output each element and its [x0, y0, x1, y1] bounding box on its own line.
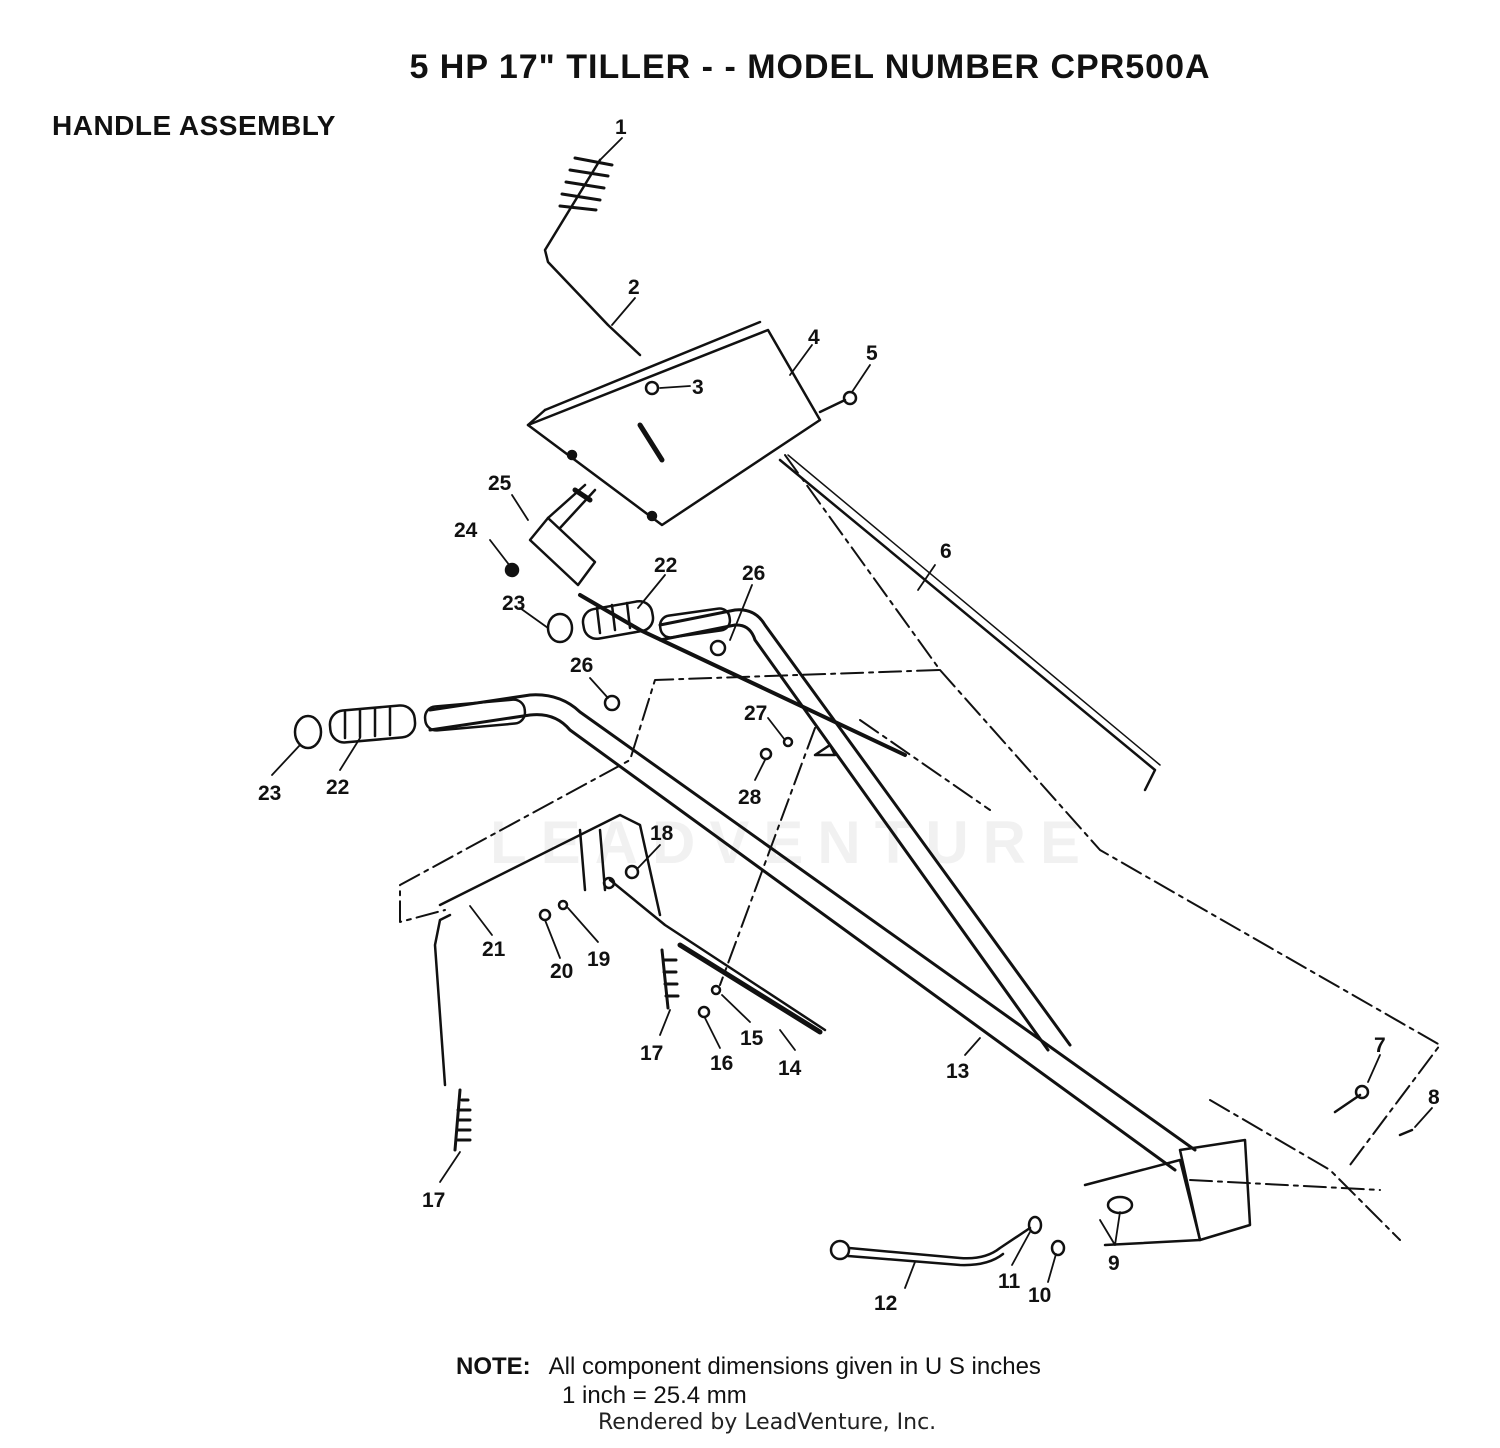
- note-label: NOTE:: [456, 1353, 531, 1380]
- rendered-by-credit: Rendered by LeadVenture, Inc.: [598, 1410, 937, 1435]
- phantom-outline: [399, 454, 1441, 1241]
- throttle-rod: [543, 156, 642, 357]
- page-title: 5 HP 17" TILLER - - MODEL NUMBER CPR500A: [409, 48, 1211, 86]
- callout-20: 20: [550, 960, 573, 983]
- callout-12: 12: [874, 1292, 897, 1315]
- callout-25: 25: [488, 472, 512, 495]
- control-panel: [526, 320, 822, 527]
- rod: [778, 454, 1161, 792]
- shift-lever: [829, 1226, 1032, 1267]
- callout-6: 6: [940, 540, 952, 563]
- callout-23-upper: 23: [502, 592, 525, 615]
- note-line-2: 1 inch = 25.4 mm: [562, 1382, 747, 1409]
- callout-24: 24: [454, 519, 478, 542]
- upper-handle-bar: [658, 607, 1072, 1052]
- callout-3: 3: [692, 376, 704, 399]
- callout-21: 21: [482, 938, 506, 961]
- callout-9: 9: [1108, 1252, 1120, 1275]
- control-cable: [578, 593, 907, 1035]
- callout-18: 18: [650, 822, 674, 845]
- callout-4: 4: [808, 326, 820, 349]
- callout-15: 15: [740, 1027, 764, 1050]
- callout-17-lower: 17: [422, 1189, 445, 1212]
- note-line-1: All component dimensions given in U S in…: [548, 1353, 1041, 1380]
- handle-bracket: [1027, 1138, 1252, 1257]
- callout-5: 5: [866, 342, 878, 365]
- callout-1: 1: [615, 116, 627, 139]
- callout-28: 28: [738, 786, 762, 809]
- callout-17-upper: 17: [640, 1042, 663, 1065]
- callout-22-lower: 22: [326, 776, 349, 799]
- callout-labels: 1 2 3 4 5 6 7 8 9 10 11 12 13 14 15 16 1…: [258, 116, 1440, 1315]
- callout-16: 16: [710, 1052, 733, 1075]
- callout-26-upper: 26: [742, 562, 765, 585]
- callout-13: 13: [946, 1060, 969, 1083]
- callout-14: 14: [778, 1057, 802, 1080]
- callout-11: 11: [998, 1270, 1021, 1293]
- speed-control: [504, 483, 597, 587]
- callout-10: 10: [1028, 1284, 1051, 1307]
- callout-26-lower: 26: [570, 654, 593, 677]
- leader-lines: [271, 137, 1433, 1289]
- watermark: LEADVENTURE: [490, 809, 1095, 876]
- callout-27: 27: [744, 702, 767, 725]
- callout-7: 7: [1374, 1034, 1386, 1057]
- hand-grip: [293, 599, 655, 750]
- fasteners: [538, 380, 1414, 1137]
- dimension-note: NOTE: All component dimensions given in U…: [456, 1352, 1041, 1410]
- callout-2: 2: [628, 276, 640, 299]
- callout-23-lower: 23: [258, 782, 281, 805]
- lower-handle-bar: [423, 693, 1197, 1172]
- callout-8: 8: [1428, 1086, 1440, 1109]
- callout-19: 19: [587, 948, 610, 971]
- section-subtitle: HANDLE ASSEMBLY: [52, 110, 336, 141]
- callout-22-upper: 22: [654, 554, 677, 577]
